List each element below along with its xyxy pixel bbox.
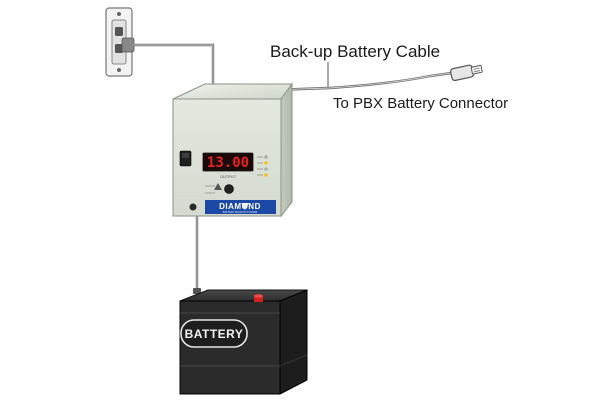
- battery-backup-unit: [172, 82, 293, 218]
- brand-caption: BATTERY BACKUP SYSTEM: [223, 210, 257, 214]
- control-knob: [224, 184, 234, 194]
- pbx-connector-plug: [450, 64, 483, 82]
- power-cord: [133, 43, 215, 86]
- wall-outlet: [105, 7, 135, 77]
- device-to-battery-cable: [193, 216, 201, 294]
- indicator-light: [264, 155, 268, 159]
- label-backup-battery-cable: Back-up Battery Cable: [270, 42, 441, 61]
- brand-panel: [205, 200, 276, 214]
- label-pbx-connector: To PBX Battery Connector: [333, 95, 509, 112]
- output-jack: [189, 203, 197, 211]
- indicator-light: [264, 167, 268, 171]
- brand-name: DIAMOND: [219, 202, 261, 211]
- display-caption: OUTPUT: [220, 174, 237, 179]
- battery: [179, 289, 308, 395]
- indicator-light: [264, 173, 268, 177]
- battery-label: BATTERY: [185, 327, 244, 341]
- led-display: [202, 152, 254, 172]
- led-display-value: 13.00: [207, 155, 249, 171]
- backup-battery-cable: [271, 62, 453, 92]
- indicator-light: [264, 161, 268, 165]
- battery-label-plate: [180, 319, 248, 348]
- battery-terminal: [254, 296, 263, 302]
